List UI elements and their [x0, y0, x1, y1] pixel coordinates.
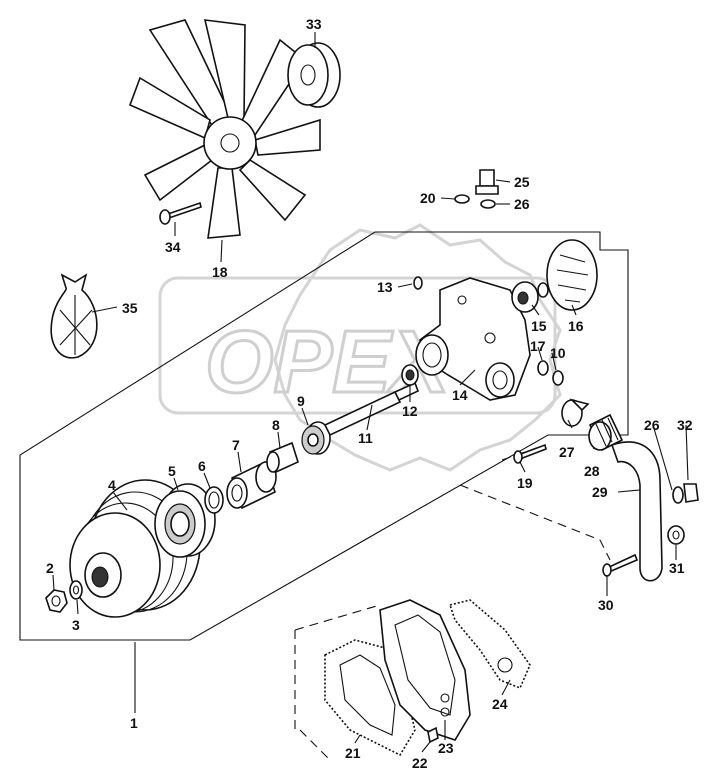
part-10-plug [552, 370, 564, 386]
part-31-nut [667, 525, 685, 545]
callout-30: 30 [598, 597, 614, 613]
callout-6: 6 [198, 458, 206, 474]
callout-3: 3 [72, 617, 80, 633]
part-15-thermostat [511, 281, 549, 313]
callout-13: 13 [377, 279, 393, 295]
part-11-shaft [323, 381, 420, 437]
callout-22: 22 [412, 755, 428, 771]
callout-7: 7 [232, 437, 240, 453]
watermark-text: OPEX [205, 312, 455, 411]
callout-12: 12 [402, 403, 418, 419]
callout-31: 31 [669, 560, 685, 576]
part-34-bolt [159, 201, 202, 225]
part-20-oring [454, 194, 470, 204]
part-32-plug [683, 483, 699, 503]
callout-11: 11 [358, 430, 373, 446]
callout-4: 4 [108, 477, 116, 493]
callout-33: 33 [306, 16, 322, 32]
part-27-clamp [561, 398, 590, 427]
callouts: 1 2 3 4 5 6 7 8 9 10 11 12 13 14 15 16 1… [46, 16, 693, 771]
callout-2: 2 [46, 560, 54, 576]
part-6-ring [204, 486, 224, 514]
part-26-washer-top [480, 199, 496, 209]
callout-16: 16 [568, 318, 584, 334]
part-22-bolt [427, 726, 439, 744]
part-3-washer [69, 580, 83, 600]
part-16-cover [546, 239, 598, 311]
callout-9: 9 [297, 393, 305, 409]
watermark-gear-outline [273, 223, 562, 472]
callout-17: 17 [530, 338, 546, 354]
part-19-bolt [513, 443, 547, 464]
part-30-bolt [602, 553, 639, 577]
part-25-sensor [475, 169, 499, 195]
part-2-nut [45, 589, 68, 613]
part-26-washer-bottom [672, 486, 684, 504]
part-23-plate [379, 599, 471, 741]
callout-8: 8 [272, 417, 280, 433]
callout-15: 15 [531, 318, 547, 334]
callout-28: 28 [584, 463, 600, 479]
callout-27: 27 [559, 444, 575, 460]
callout-26a: 26 [514, 196, 530, 212]
part-14-housing [415, 277, 531, 401]
callout-34: 34 [165, 239, 181, 255]
callout-10: 10 [550, 345, 566, 361]
gasket-group-boundary [294, 604, 381, 761]
callout-35: 35 [122, 300, 138, 316]
callout-25: 25 [514, 174, 530, 190]
callout-21: 21 [345, 745, 361, 761]
part-13-plug [413, 276, 423, 290]
callout-5: 5 [168, 463, 176, 479]
part-29-hose [610, 441, 663, 582]
callout-29: 29 [592, 484, 608, 500]
callout-20: 20 [420, 190, 436, 206]
callout-19: 19 [517, 475, 533, 491]
part-8-spacer [266, 441, 299, 474]
callout-26b: 26 [644, 417, 660, 433]
part-7-sleeve [226, 460, 277, 510]
part-33-spacer [287, 42, 341, 108]
part-17-washer [537, 360, 549, 376]
callout-32: 32 [677, 417, 693, 433]
part-28-sleeve [588, 413, 624, 452]
callout-14: 14 [452, 387, 468, 403]
callout-23: 23 [438, 740, 454, 756]
leader-lines [52, 32, 689, 753]
callout-1: 1 [130, 715, 138, 731]
part-35-bag [50, 273, 98, 359]
assembly-boundary [19, 231, 629, 641]
part-18-fan [128, 19, 321, 239]
part-9-bearing [301, 421, 331, 455]
part-24-gasket [448, 599, 531, 690]
callout-24: 24 [492, 696, 508, 712]
callout-18: 18 [212, 264, 228, 280]
part-12-seal [401, 364, 419, 386]
part-5-bearing [154, 483, 216, 558]
